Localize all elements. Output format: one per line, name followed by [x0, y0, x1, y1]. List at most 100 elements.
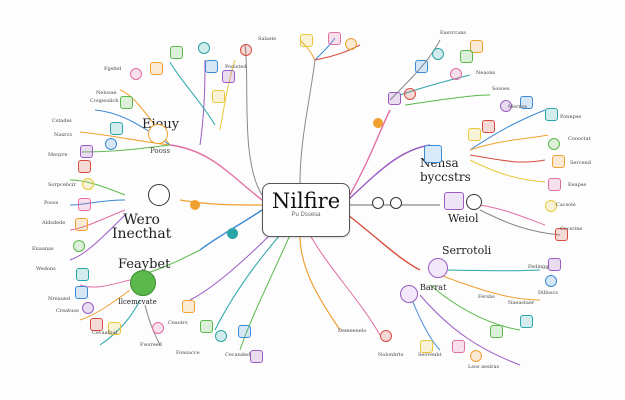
leaf-label: Cocsrine — [560, 226, 583, 232]
leaf-icon — [468, 128, 481, 141]
branch-sublabel-left-top: Pooss — [150, 147, 171, 155]
leaf-label: Lsos aesiras — [468, 364, 500, 370]
leaf-icon — [545, 108, 558, 121]
leaf-label: Aldsdede — [42, 220, 66, 226]
leaf-label: Coupealich — [90, 98, 119, 104]
leaf-icon — [520, 96, 533, 109]
leaf-icon — [78, 160, 91, 173]
leaf-icon — [105, 138, 117, 150]
leaf-label: Nreaued — [48, 296, 71, 302]
leaf-label: Mernvs — [508, 104, 528, 110]
leaf-label: Fedingg — [528, 264, 549, 270]
leaf-icon — [200, 320, 213, 333]
leaf-icon — [82, 178, 94, 190]
leaf-label: Pooisted — [225, 64, 247, 70]
leaf-icon — [432, 48, 444, 60]
leaf-icon — [250, 350, 263, 363]
central-node[interactable]: Nilfire Pu Dssesa — [262, 183, 350, 237]
leaf-label: Cevaalbat — [92, 330, 118, 336]
leaf-icon — [482, 120, 495, 133]
leaf-label: Naxrcs — [54, 132, 72, 138]
leaf-icon — [76, 268, 89, 281]
branch-label-left-low: Feaybet — [118, 257, 171, 272]
face-icon — [466, 194, 482, 210]
leaf-label: Dilluscs — [538, 290, 558, 296]
central-subtitle: Pu Dssesa — [291, 212, 321, 218]
bell-icon — [148, 124, 168, 144]
leaf-label: Pooss — [44, 200, 59, 206]
leaf-icon — [120, 96, 133, 109]
leaf-icon — [238, 325, 251, 338]
leaf-label: Nolonbrts — [378, 352, 404, 358]
leaf-icon — [548, 178, 561, 191]
chat-bubble-icon — [148, 184, 170, 206]
leaf-icon — [73, 240, 85, 252]
leaf-label: Enaanas — [32, 246, 54, 252]
branch-label-right-mid: Weiol — [448, 212, 479, 225]
leaf-label: Sorpcebcir — [48, 182, 76, 188]
leaf-icon — [470, 40, 483, 53]
leaf-icon — [552, 155, 565, 168]
leaf-icon — [328, 32, 341, 45]
leaf-icon — [452, 340, 465, 353]
leaf-icon — [500, 100, 512, 112]
leaf-icon — [345, 38, 357, 50]
leaf-label: Fwsreed — [140, 342, 162, 348]
leaf-icon — [222, 70, 235, 83]
leaf-label: Sosoes — [492, 86, 510, 92]
leaf-icon — [415, 60, 428, 73]
leaf-icon — [90, 318, 103, 331]
leaf-label: Salasie — [258, 36, 277, 42]
leaf-icon — [460, 50, 473, 63]
leaf-label: Meuyre — [48, 152, 68, 158]
central-title: Nilfire — [271, 189, 341, 213]
leaf-label: Cstadss — [52, 118, 72, 124]
leaf-label: Eeapse — [568, 182, 587, 188]
leaf-icon — [80, 145, 93, 158]
leaf-icon — [300, 34, 313, 47]
user-icon — [400, 285, 418, 303]
node-dot-gray — [372, 197, 384, 209]
leaf-icon — [470, 350, 482, 362]
leaf-label: Ceaotrs — [168, 320, 188, 326]
leaf-label: Wedons — [36, 266, 56, 272]
leaf-icon — [78, 198, 91, 211]
leaf-icon — [240, 44, 252, 56]
node-dot-orange-2 — [373, 118, 383, 128]
leaf-label: Naeastaer — [508, 300, 535, 306]
leaf-icon — [212, 90, 225, 103]
leaf-label: Cacsole — [556, 202, 576, 208]
leaf-icon — [380, 330, 392, 342]
leaf-icon — [450, 68, 462, 80]
leaf-icon — [548, 138, 560, 150]
branch-label-right-low2: Barrat — [420, 283, 447, 292]
leaf-icon — [108, 322, 121, 335]
leaf-icon — [82, 302, 94, 314]
leaf-icon — [75, 218, 88, 231]
leaf-icon — [490, 325, 503, 338]
leaf-icon — [420, 340, 433, 353]
node-dot-teal — [227, 228, 238, 239]
leaf-label: Creatuse — [56, 308, 79, 314]
leaf-label: Fonsacce — [176, 350, 200, 356]
leaf-label: Demeenelo — [338, 328, 367, 334]
leaf-label: Easvrcans — [440, 30, 466, 36]
leaf-label: Neaons — [476, 70, 496, 76]
leaf-icon — [545, 200, 557, 212]
search-icon — [428, 258, 448, 278]
leaf-icon — [215, 330, 227, 342]
document-icon — [444, 192, 464, 210]
leaf-icon — [75, 286, 88, 299]
node-dot-orange — [190, 200, 200, 210]
leaf-label: Fgsfed — [104, 66, 122, 72]
leaf-icon — [110, 122, 123, 135]
branch-label-left-mid: Wero Inecthat — [112, 212, 172, 242]
node-dot-gray-2 — [390, 197, 402, 209]
branch-sublabel-left-low: Ilcemcvate — [118, 298, 157, 306]
leaf-label: Cecanded — [225, 352, 251, 358]
leaf-icon — [388, 92, 401, 105]
calendar-icon — [424, 145, 442, 163]
leaf-label: Ponnpse — [560, 114, 582, 120]
branch-label-right-low: Serrotoli — [442, 244, 492, 257]
